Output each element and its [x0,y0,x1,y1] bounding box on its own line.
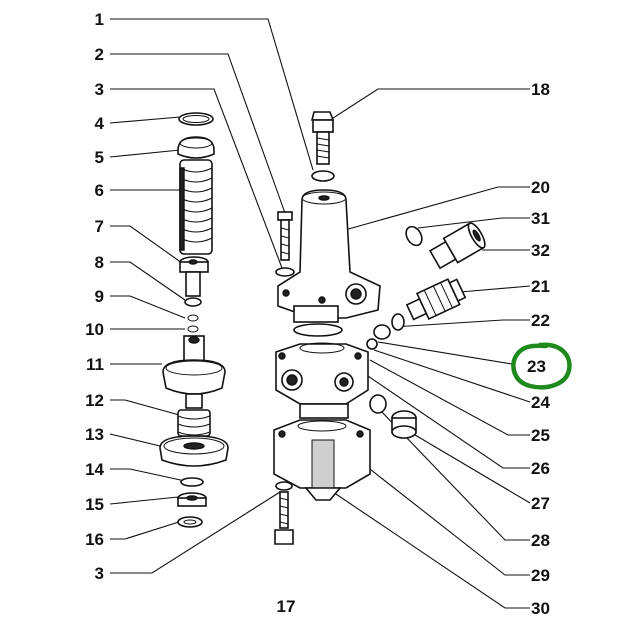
o-ring-4 [178,112,214,126]
leader-5 [109,149,181,158]
callout-1: 1 [95,10,104,29]
callout-21: 21 [531,277,550,296]
callout-4: 4 [95,114,105,133]
middle-body-24-25 [275,342,369,419]
highlight-circle-23 [511,342,572,390]
callout-26: 26 [531,459,550,478]
plunger-7 [179,256,209,297]
callout-23: 23 [527,357,546,376]
callout-15: 15 [85,495,104,514]
leader-4 [109,116,181,124]
lower-body-29-30 [273,419,371,501]
o-ring-31 [405,225,423,247]
cap-5-top [179,137,213,149]
fitting-32 [428,222,486,270]
leader-24 [373,349,531,403]
seal-16 [177,516,203,528]
callout-32: 32 [531,241,550,260]
ring-23 [366,338,378,350]
ring-8 [184,297,202,307]
screw-2 [277,211,293,261]
leader-30 [329,489,530,609]
leader-2 [110,53,286,214]
leader-3b [110,491,281,574]
callout-28: 28 [531,531,550,550]
callout-20: 20 [531,178,550,197]
leader-8 [110,261,186,301]
callout-2: 2 [95,45,104,64]
leader-26 [361,371,530,469]
spring-12 [177,409,211,437]
base-13 [159,435,229,467]
washer-3-lower [275,481,293,491]
callout-22: 22 [531,311,550,330]
leader-12 [110,399,184,417]
callout-30: 30 [531,599,550,618]
leader-27 [409,431,531,504]
valve-small [373,324,391,340]
spring-6 [179,159,213,255]
o-ring-28 [369,394,387,414]
callout-14: 14 [85,460,104,479]
leader-15 [109,496,179,505]
leader-22 [392,319,530,328]
fitting-21 [405,278,467,321]
leader-18 [329,88,530,121]
leader-28 [379,409,530,541]
bolt-17 [274,491,294,545]
callout-11: 11 [86,355,104,374]
callout-9: 9 [95,287,104,306]
leader-9 [110,295,186,319]
callout-labels: 1 2 3 4 5 6 7 8 9 10 11 12 13 14 15 16 3… [85,10,550,618]
leader-lines [109,18,531,609]
seal-16-inner [183,519,197,525]
upper-housing-20 [277,189,381,323]
callout-31: 31 [531,209,550,228]
center-assembly [273,111,381,545]
ring-9 [187,314,199,322]
callout-29: 29 [531,566,550,585]
callout-17: 17 [277,597,296,616]
leader-31 [417,217,530,229]
bolt-18 [310,111,335,165]
leader-21 [459,285,531,293]
washer-14 [180,477,204,487]
callout-5: 5 [95,148,104,167]
leader-1 [110,18,314,171]
seal-ring-mid [293,323,343,337]
leader-3a [110,88,283,269]
plug-27 [391,410,417,439]
piston-11 [162,335,226,409]
callout-7: 7 [95,217,104,236]
ring-10 [187,325,199,333]
callout-25: 25 [531,426,550,445]
o-ring-22 [391,313,405,331]
washer-3-upper [275,267,295,277]
leader-13 [109,433,161,447]
leader-14 [110,468,186,482]
callout-18: 18 [531,80,550,99]
leader-25 [369,359,530,436]
leader-7 [110,225,183,264]
callout-8: 8 [95,253,104,272]
left-part-stack [159,112,229,528]
nut-15 [177,492,207,507]
callout-24: 24 [531,393,550,412]
o-ring-4-inner [182,115,210,123]
callout-10: 10 [85,320,104,339]
callout-3a: 3 [95,80,104,99]
callout-16: 16 [85,530,104,549]
leader-23 [377,341,513,365]
washer-1 [311,170,335,182]
callout-3b: 3 [95,564,104,583]
leader-16 [110,520,183,540]
callout-13: 13 [85,425,104,444]
leader-20 [344,186,530,231]
leader-29 [351,454,530,576]
right-fittings [369,222,486,439]
callout-6: 6 [95,181,104,200]
callout-12: 12 [85,391,104,410]
callout-27: 27 [531,494,550,513]
